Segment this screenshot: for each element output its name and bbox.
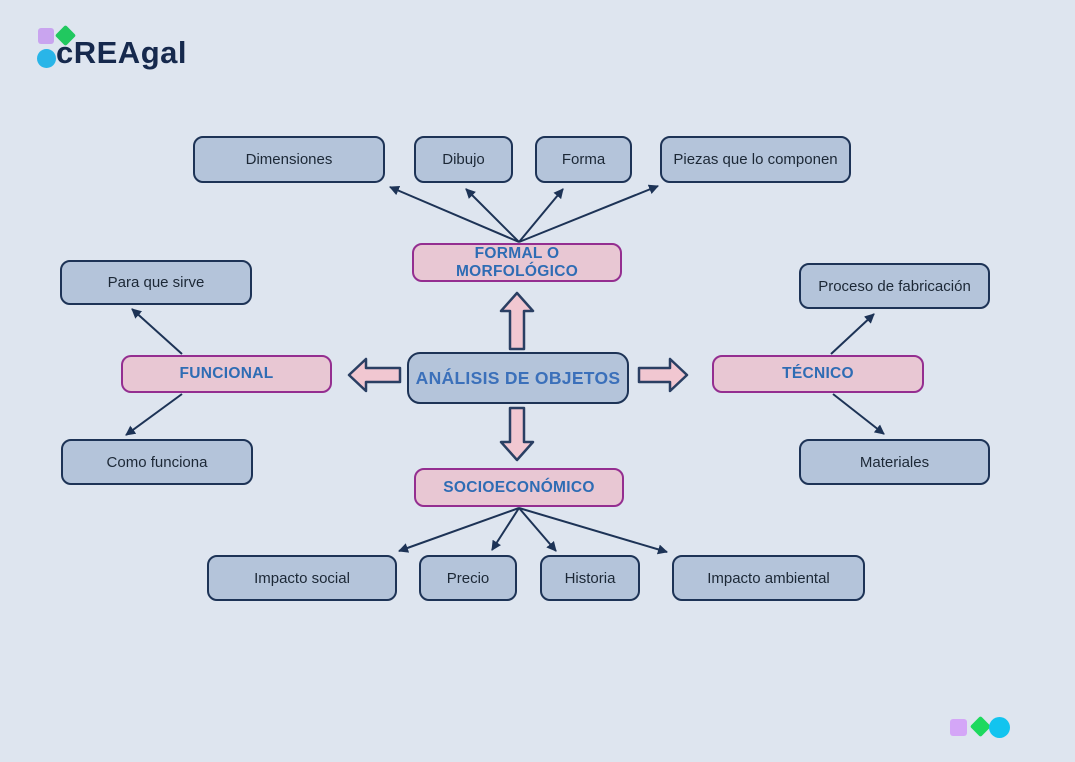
connector-tecnico-materiales (832, 393, 885, 435)
leaf-label: Materiales (859, 453, 930, 471)
leaf-label: Dimensiones (245, 151, 333, 168)
node-impacto-social: Impacto social (207, 555, 397, 601)
connector-socio-historia (518, 507, 557, 552)
connector-socio-precio (491, 507, 520, 551)
connector-formal-dibujo (465, 188, 520, 243)
node-analisis-de-objetos: ANÁLISIS DE OBJETOS (407, 352, 629, 404)
leaf-label: Forma (561, 151, 606, 168)
node-precio: Precio (419, 555, 517, 601)
logo-square-icon (38, 28, 54, 44)
node-historia: Historia (540, 555, 640, 601)
center-node-label: ANÁLISIS DE OBJETOS (415, 367, 621, 388)
node-forma: Forma (535, 136, 632, 183)
leaf-label: Para que sirve (107, 274, 205, 291)
connector-tecnico-proceso (830, 313, 875, 355)
connector-formal-dimensiones (389, 185, 520, 243)
category-label: FORMAL O MORFOLÓGICO (455, 244, 579, 280)
leaf-label: Impacto social (254, 569, 350, 587)
creagal-logo: cREAgal (36, 24, 236, 76)
node-para-que-sirve: Para que sirve (60, 260, 252, 305)
node-proceso-de-fabricacion: Proceso de fabricación (799, 263, 990, 309)
node-funcional: FUNCIONAL (121, 355, 332, 393)
category-label: SOCIOECONÓMICO (443, 478, 595, 496)
connector-funcional-comofunciona (125, 393, 183, 436)
footer-square-icon (950, 719, 967, 736)
footer-circle-icon (989, 717, 1010, 738)
leaf-label: Dibujo (442, 151, 485, 168)
block-arrow-up (499, 291, 535, 351)
connector-formal-forma (518, 188, 564, 243)
node-dimensiones: Dimensiones (193, 136, 385, 183)
connector-funcional-paraquesirve (131, 308, 183, 355)
node-formal-o-morfologico: FORMAL O MORFOLÓGICO (412, 243, 622, 282)
leaf-label: Impacto ambiental (707, 569, 830, 587)
category-label: FUNCIONAL (179, 365, 274, 382)
node-dibujo: Dibujo (414, 136, 513, 183)
leaf-label: Piezas que lo componen (673, 151, 838, 168)
node-impacto-ambiental: Impacto ambiental (672, 555, 865, 601)
block-arrow-down (499, 406, 535, 462)
node-como-funciona: Como funciona (61, 439, 253, 485)
connector-socio-impactosocial (398, 507, 520, 553)
logo-text: cREAgal (56, 35, 187, 70)
category-label: TÉCNICO (782, 365, 854, 382)
node-tecnico: TÉCNICO (712, 355, 924, 393)
block-arrow-left (347, 357, 402, 393)
leaf-label: Precio (446, 569, 490, 587)
block-arrow-right (637, 357, 689, 393)
logo-circle-icon (37, 49, 56, 68)
node-piezas-que-lo-componen: Piezas que lo componen (660, 136, 851, 183)
connector-socio-impactoambiental (518, 507, 668, 555)
node-materiales: Materiales (799, 439, 990, 485)
leaf-label: Proceso de fabricación (818, 277, 971, 295)
leaf-label: Historia (564, 569, 616, 587)
footer-diamond-icon (969, 715, 992, 738)
connector-formal-piezas (518, 184, 659, 243)
leaf-label: Como funciona (106, 453, 208, 471)
node-socioeconomico: SOCIOECONÓMICO (414, 468, 624, 507)
footer-shapes (950, 715, 1025, 740)
